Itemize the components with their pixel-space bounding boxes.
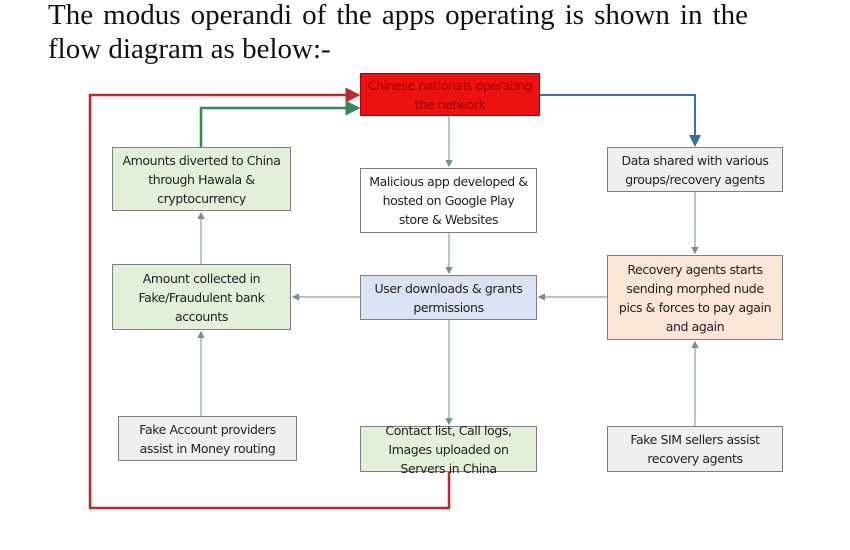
node-malicious-app: Malicious app developed & hosted on Goog… <box>360 168 537 233</box>
node-user-downloads: User downloads & grants permissions <box>360 275 537 320</box>
node-fake-sim-sellers: Fake SIM sellers assist recovery agents <box>607 426 783 472</box>
node-fake-account-providers: Fake Account providers assist in Money r… <box>118 416 297 461</box>
node-amount-collected: Amount collected in Fake/Fraudulent bank… <box>112 264 291 330</box>
node-amounts-diverted: Amounts diverted to China through Hawala… <box>112 147 291 211</box>
heading: The modus operandi of the apps operating… <box>48 0 748 65</box>
blue-flow-arrow <box>540 94 701 147</box>
node-chinese-nationals: Chinese nationals operating the network <box>360 73 540 116</box>
node-contact-list-upload: Contact list, Call logs, Images uploaded… <box>360 423 537 476</box>
green-flow-arrow <box>199 100 361 147</box>
node-recovery-agents: Recovery agents starts sending morphed n… <box>607 255 783 340</box>
red-flow-arrow <box>88 87 451 510</box>
node-data-shared: Data shared with various groups/recovery… <box>607 147 783 192</box>
